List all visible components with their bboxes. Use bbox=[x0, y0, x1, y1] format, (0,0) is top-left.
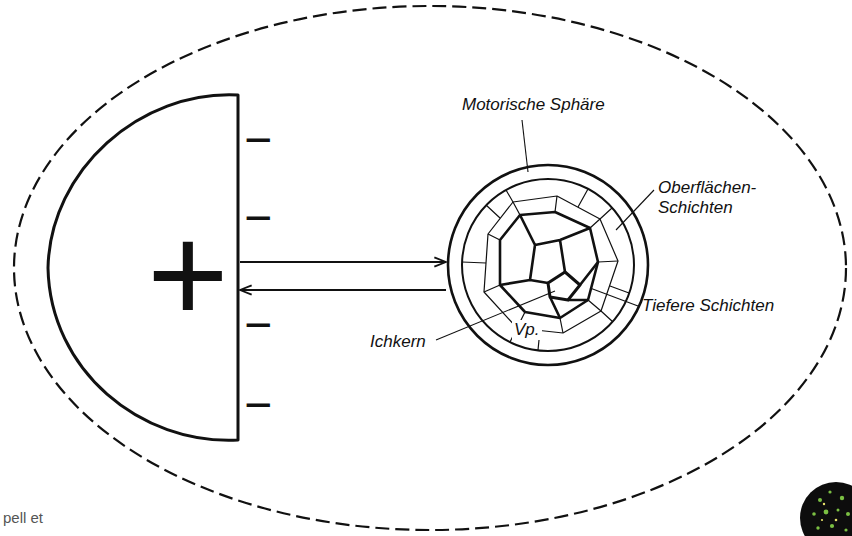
logo-dot bbox=[823, 503, 825, 505]
region-outline bbox=[448, 165, 648, 365]
valence-sign: − bbox=[244, 116, 272, 164]
logo-dot bbox=[812, 512, 816, 516]
logo-disc bbox=[800, 482, 852, 536]
logo-dot bbox=[846, 512, 850, 516]
watermark: pell et bbox=[3, 509, 43, 527]
region-label: Vp. bbox=[512, 320, 542, 340]
region-outline bbox=[48, 95, 238, 440]
influence-arrow bbox=[240, 261, 446, 263]
logo-dots bbox=[821, 503, 837, 522]
leader-line bbox=[522, 120, 528, 172]
deep-cells bbox=[500, 212, 598, 318]
logo bbox=[800, 482, 852, 536]
valence-sign: − bbox=[244, 381, 272, 429]
logo-dot bbox=[824, 510, 829, 515]
logo-dot bbox=[828, 490, 831, 493]
environment-boundary bbox=[14, 6, 846, 530]
influence-arrow bbox=[240, 289, 446, 291]
logo-dot bbox=[818, 498, 822, 502]
region-outline bbox=[462, 179, 634, 351]
logo-dots bbox=[812, 490, 850, 531]
region-label: Tiefere Schichten bbox=[642, 296, 774, 316]
region-label: Ichkern bbox=[370, 332, 426, 352]
region-label: Motorische Sphäre bbox=[462, 95, 605, 115]
region-label: Oberflächen- Schichten bbox=[658, 178, 756, 217]
logo-dot bbox=[835, 519, 838, 522]
valence-sign: − bbox=[244, 301, 272, 349]
logo-dot bbox=[844, 528, 847, 531]
logo-dot bbox=[821, 519, 823, 521]
ego-core-cell bbox=[548, 272, 580, 300]
logo-dot bbox=[830, 524, 834, 528]
valence-sign: + bbox=[147, 204, 229, 344]
person-region: Motorische SphäreOberflächen- SchichtenT… bbox=[446, 163, 650, 367]
valence-sign: − bbox=[244, 194, 272, 242]
cell-wall bbox=[500, 212, 598, 318]
node-outline bbox=[446, 163, 650, 367]
cell-wall bbox=[500, 215, 598, 318]
valence-region: + bbox=[46, 90, 240, 446]
logo-dot bbox=[816, 526, 819, 529]
logo-dot bbox=[840, 496, 844, 500]
logo-dot bbox=[837, 509, 840, 512]
